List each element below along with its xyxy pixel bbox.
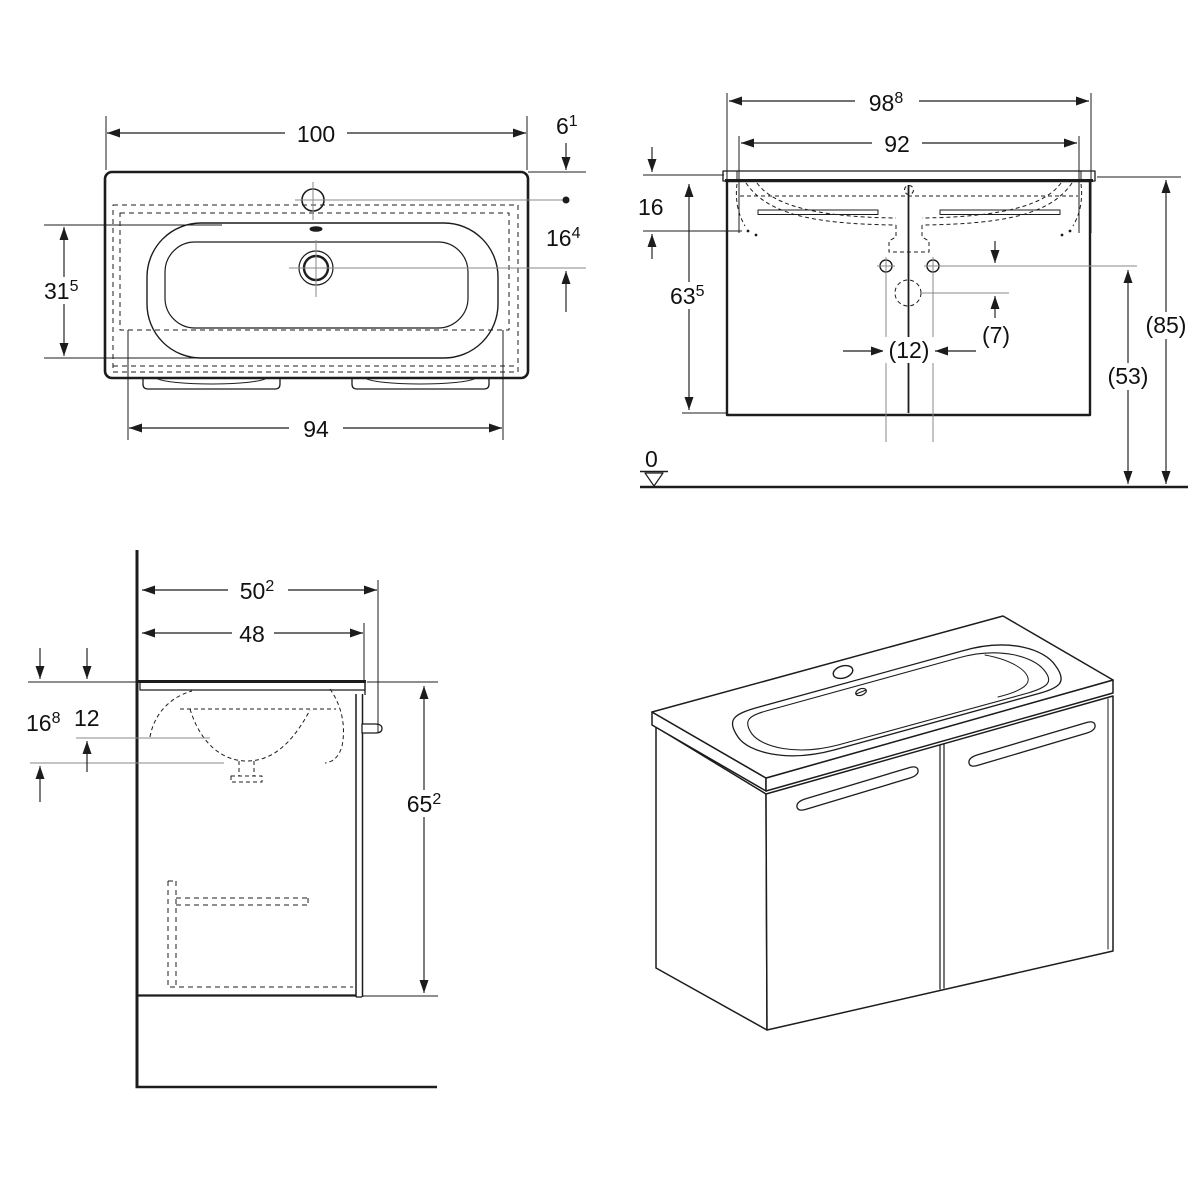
- plan-drain: [289, 240, 586, 297]
- dim-front-hole-spacing: (12): [889, 337, 930, 363]
- iso-bowl: [732, 644, 1062, 757]
- dim-plan-width: 100: [297, 121, 335, 147]
- side-hidden-internals: [167, 880, 353, 988]
- dim-plan-bowl-depth: 315: [44, 278, 79, 304]
- dim-front-drain-offset: (7): [982, 322, 1010, 348]
- dim-front-drain-height: (53): [1108, 363, 1149, 389]
- plan-overflow-slot: [309, 226, 323, 232]
- side-view: 502 48 168 12 652: [26, 550, 453, 1089]
- plan-tap-hole: [295, 182, 570, 220]
- plan-tap-leader-dot: [562, 196, 570, 204]
- plan-bowl-rim: [146, 222, 499, 359]
- front-datum-symbol: [640, 470, 668, 487]
- iso-tap-hole: [832, 664, 854, 680]
- plan-view: 100 61 164 315 94: [40, 113, 586, 444]
- dim-front-basin-height: 16: [638, 194, 664, 220]
- plan-hidden-cabinet-outline: [112, 204, 519, 373]
- dim-front-washbasin-width: 988: [869, 90, 904, 116]
- iso-left-door-handle: [796, 766, 919, 811]
- front-drain: [894, 279, 1009, 307]
- dim-plan-tap-to-drain: 164: [546, 225, 581, 251]
- plan-door-handles: [142, 377, 490, 390]
- front-view: 988 92 16 635 (12) (7) (85) (53) 0: [638, 90, 1195, 489]
- dim-plan-bottom-width: 94: [303, 416, 329, 442]
- dim-side-total-depth: 502: [240, 578, 275, 604]
- dim-plan-tap-offset: 61: [556, 113, 578, 139]
- dim-side-height: 652: [407, 791, 442, 817]
- front-cabinet-outline: [725, 179, 1092, 417]
- side-door: [355, 694, 364, 998]
- dim-side-cabinet-depth: 48: [239, 621, 265, 647]
- side-hidden-bowl: [149, 688, 344, 783]
- dim-side-overflow-depth: 12: [74, 705, 100, 731]
- front-right-overflow-slat: [939, 209, 1061, 215]
- iso-right-door-handle: [968, 721, 1096, 767]
- dim-side-drain-depth: 168: [26, 710, 61, 736]
- dim-front-cabinet-width: 92: [884, 131, 910, 157]
- side-washbasin-slab: [138, 680, 366, 695]
- iso-overflow: [855, 687, 867, 697]
- dim-front-cabinet-height: 635: [670, 283, 705, 309]
- front-left-overflow-slat: [757, 209, 879, 215]
- dim-front-datum: 0: [645, 446, 658, 472]
- dim-front-total-height: (85): [1146, 312, 1187, 338]
- iso-view: [651, 615, 1114, 1031]
- side-door-handle: [361, 723, 383, 734]
- front-fixing-dots: [746, 229, 1072, 237]
